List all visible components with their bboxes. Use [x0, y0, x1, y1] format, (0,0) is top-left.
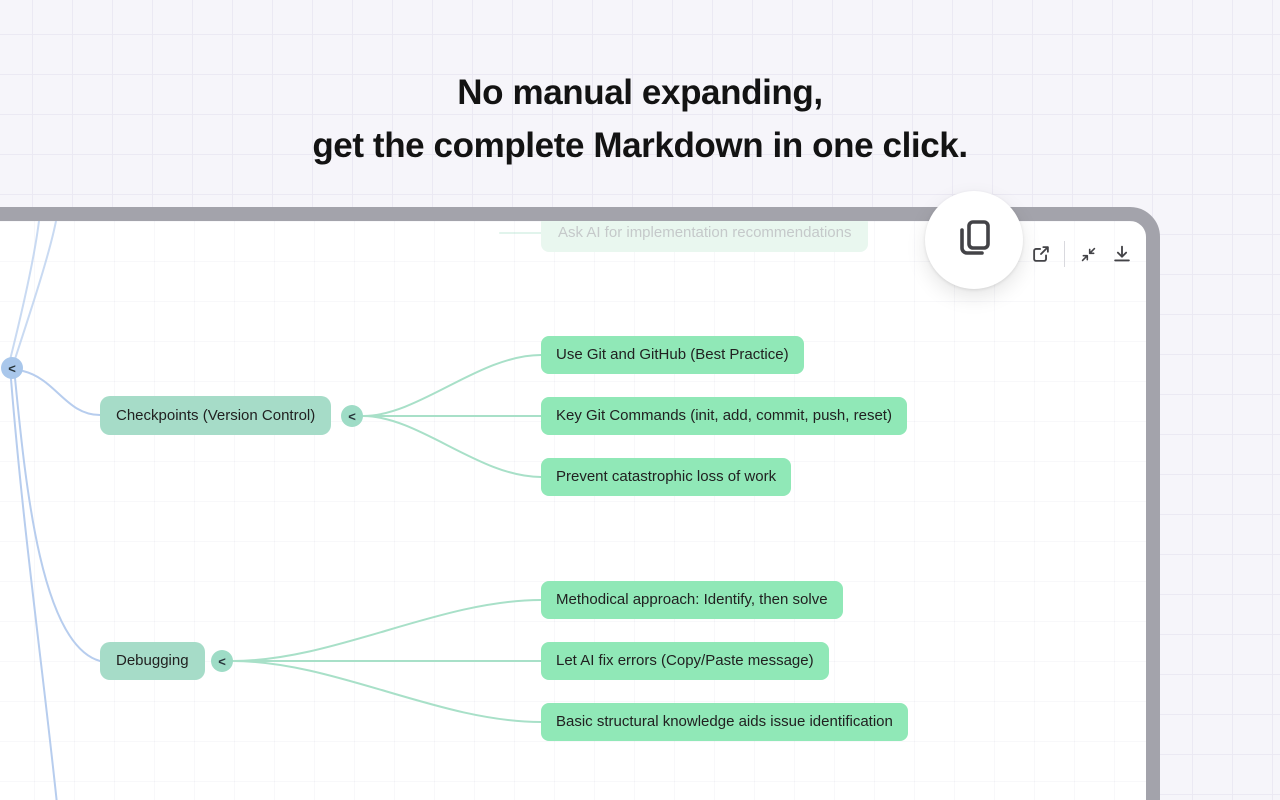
collapse-icon — [1081, 247, 1095, 261]
connector-root-checkpoints — [22, 370, 101, 416]
connector-debugging-child-1 — [232, 599, 542, 662]
node-key-git-commands[interactable]: Key Git Commands (init, add, commit, pus… — [541, 397, 907, 435]
download-button[interactable] — [1111, 243, 1133, 265]
mindmap-canvas[interactable]: Ask AI for implementation recommendation… — [0, 221, 1146, 800]
toolbar-divider — [1064, 241, 1065, 267]
external-link-icon — [1033, 246, 1049, 262]
mindmap-window: Ask AI for implementation recommendation… — [0, 207, 1160, 800]
node-use-git[interactable]: Use Git and GitHub (Best Practice) — [541, 336, 804, 374]
window-toolbar — [1030, 241, 1133, 267]
collapse-button[interactable] — [1077, 243, 1099, 265]
headline: No manual expanding, get the complete Ma… — [0, 66, 1280, 172]
copy-button[interactable] — [925, 191, 1023, 289]
connector-debugging-child-3 — [232, 660, 542, 723]
headline-line-1: No manual expanding, — [457, 73, 823, 112]
node-prevent-loss[interactable]: Prevent catastrophic loss of work — [541, 458, 792, 496]
copy-icon — [960, 220, 990, 255]
external-link-button[interactable] — [1030, 243, 1052, 265]
node-checkpoints[interactable]: Checkpoints (Version Control) — [100, 396, 332, 435]
collapse-badge-debugging[interactable]: < — [211, 650, 233, 672]
connector-lines — [9, 221, 542, 800]
connector-root-debugging — [14, 377, 101, 662]
connector-checkpoints-child-1 — [362, 354, 542, 417]
connector-root-up-1 — [9, 221, 40, 361]
node-methodical-approach[interactable]: Methodical approach: Identify, then solv… — [541, 581, 843, 619]
connector-checkpoints-child-3 — [362, 415, 542, 478]
connector-root-up-2 — [14, 221, 57, 360]
collapse-badge-root[interactable]: < — [1, 357, 23, 379]
node-debugging[interactable]: Debugging — [100, 642, 205, 680]
download-icon — [1114, 245, 1130, 262]
connector-root-down — [10, 378, 58, 800]
collapse-badge-checkpoints[interactable]: < — [341, 405, 363, 427]
node-basic-structural[interactable]: Basic structural knowledge aids issue id… — [541, 703, 908, 741]
headline-line-2: get the complete Markdown in one click. — [312, 126, 968, 165]
node-ask-ai[interactable]: Ask AI for implementation recommendation… — [541, 221, 869, 252]
node-let-ai-fix[interactable]: Let AI fix errors (Copy/Paste message) — [541, 642, 829, 680]
